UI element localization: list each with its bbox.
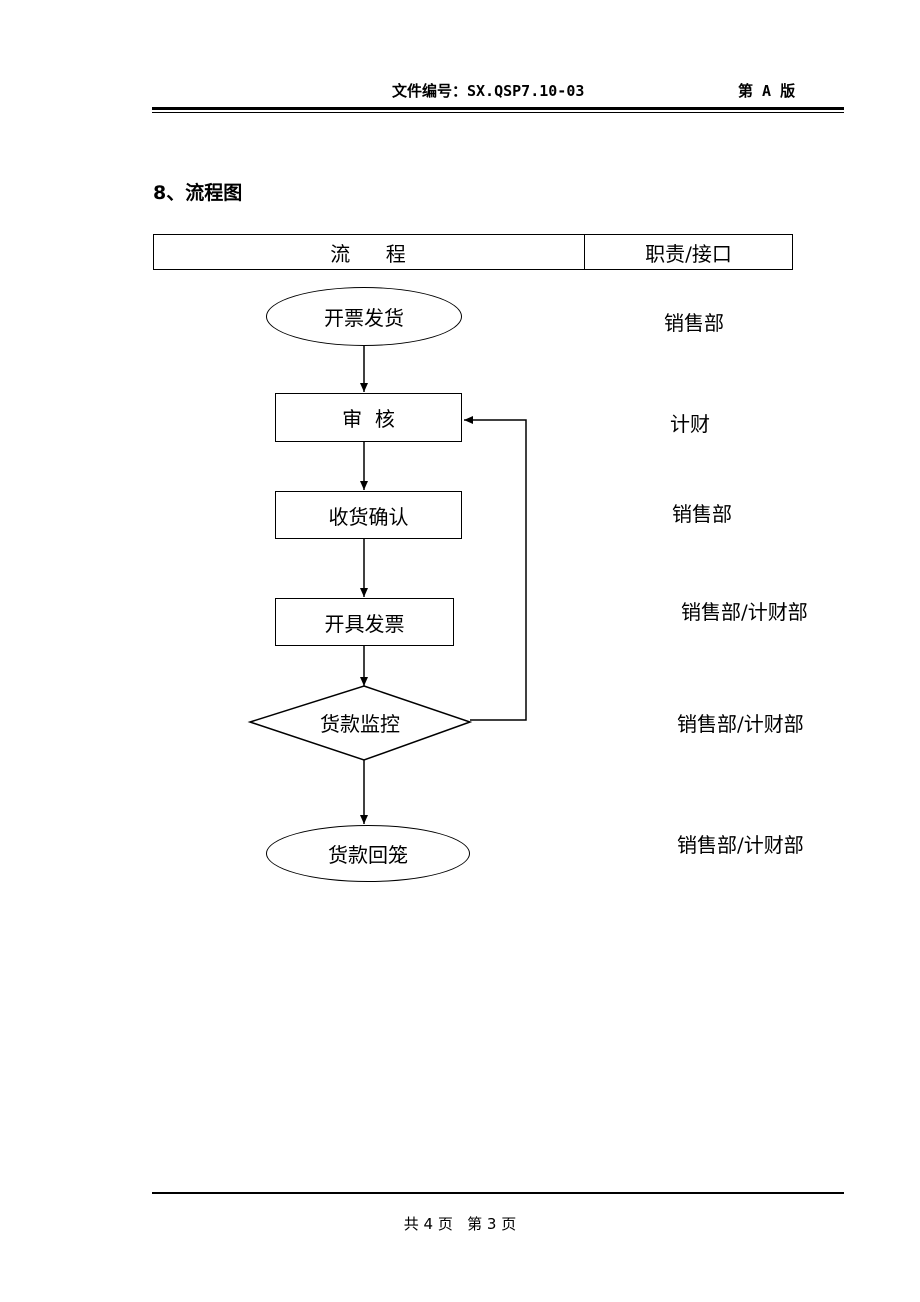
document-version: 第 A 版 — [738, 82, 796, 100]
node-receipt-confirm-label: 收货确认 — [328, 504, 409, 529]
node-review: 审 核 — [275, 393, 462, 442]
node-start: 开票发货 — [266, 287, 462, 346]
payment-monitor-diamond — [247, 685, 473, 761]
resp-payment-monitor: 销售部/计财部 — [677, 712, 804, 736]
node-payment-collect-label: 货款回笼 — [328, 843, 408, 867]
header-rule-thin — [152, 112, 844, 113]
footer-rule — [152, 1192, 844, 1194]
node-payment-monitor: 货款监控 — [250, 701, 470, 743]
resp-start: 销售部 — [664, 311, 724, 335]
flow-table-header: 流 程 职责/接口 — [153, 234, 793, 270]
resp-review: 计财 — [670, 412, 710, 436]
node-payment-collect: 货款回笼 — [266, 825, 470, 882]
page-counter: 共 4 页 第 3 页 — [403, 1215, 517, 1233]
node-invoice-label: 开具发票 — [324, 611, 405, 636]
node-invoice: 开具发票 — [275, 598, 454, 646]
node-review-label: 审 核 — [342, 407, 395, 431]
resp-receipt-confirm: 销售部 — [672, 502, 732, 526]
header-rule-thick — [152, 107, 844, 110]
node-receipt-confirm: 收货确认 — [275, 491, 462, 539]
document-number: 文件编号：SX.QSP7.10-03 — [392, 82, 585, 100]
node-start-label: 开票发货 — [324, 306, 404, 330]
responsibility-column-label: 职责/接口 — [645, 241, 732, 266]
node-payment-monitor-label: 货款监控 — [320, 711, 400, 736]
resp-invoice: 销售部/计财部 — [681, 600, 808, 624]
flow-column-header: 流 程 — [154, 235, 585, 269]
resp-payment-collect: 销售部/计财部 — [677, 833, 804, 857]
section-title: 8、流程图 — [153, 182, 243, 204]
flow-column-label: 流 程 — [330, 241, 408, 266]
feedback-loop-line — [464, 416, 527, 721]
responsibility-column-header: 职责/接口 — [585, 235, 792, 269]
